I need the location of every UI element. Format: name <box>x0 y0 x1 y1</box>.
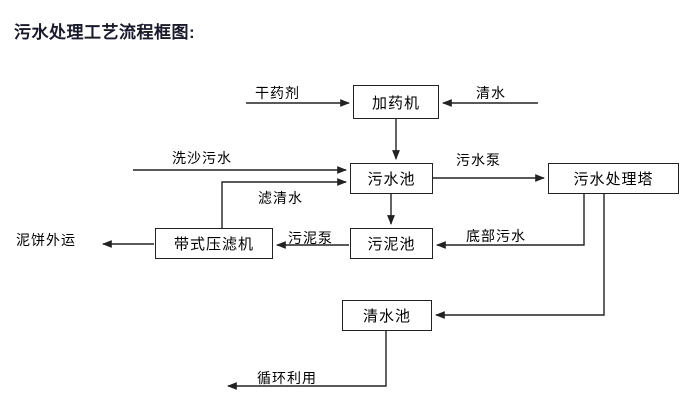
edge-label-sewage-pump: 污水泵 <box>456 152 501 168</box>
edge-label-dry-agent: 干药剂 <box>255 85 300 101</box>
node-label: 污水池 <box>367 171 416 188</box>
edge-label-sand-wash-sewage: 洗沙污水 <box>172 150 232 166</box>
page-title: 污水处理工艺流程框图: <box>14 23 196 42</box>
node-label: 污泥池 <box>367 236 416 253</box>
edge-label-sludge-pump: 污泥泵 <box>288 230 333 246</box>
edge-label-clean-water: 清水 <box>476 85 506 101</box>
edge-label-bottom-sewage: 底部污水 <box>466 228 526 244</box>
node-label: 清水池 <box>362 308 411 325</box>
node-label: 加药机 <box>371 94 420 112</box>
terminal-label-mud-cake-outbound: 泥饼外运 <box>16 232 76 248</box>
node-label: 带式压滤机 <box>173 236 254 253</box>
node-dosing-machine[interactable]: 加药机 <box>353 85 439 119</box>
edge-bottom-sewage-to-sludge-pool <box>436 194 585 249</box>
node-sewage-pool[interactable]: 污水池 <box>350 163 433 194</box>
node-belt-filter-press[interactable]: 带式压滤机 <box>155 228 273 259</box>
edge-label-recycling: 循环利用 <box>257 370 317 386</box>
node-clear-water-pool[interactable]: 清水池 <box>342 300 432 331</box>
edge-filtered-water-to-sewage-pool <box>221 178 347 228</box>
edge-clear-water-pool-to-recycling <box>227 331 387 390</box>
node-label: 污水处理塔 <box>573 171 654 188</box>
edge-label-filtered-water: 滤清水 <box>258 190 303 206</box>
edge-tower-to-clear-water-pool <box>435 194 605 319</box>
node-treatment-tower[interactable]: 污水处理塔 <box>548 163 679 194</box>
node-sludge-pool[interactable]: 污泥池 <box>350 228 433 259</box>
